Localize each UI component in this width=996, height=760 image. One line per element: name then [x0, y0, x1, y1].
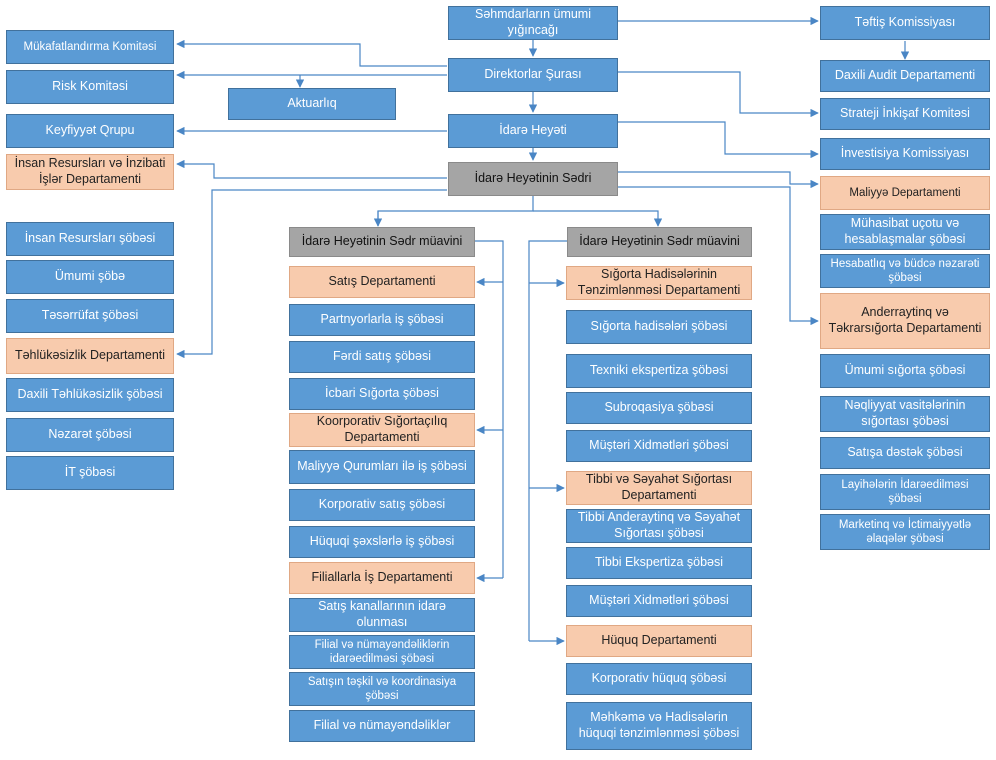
- box-internal-security-section: Daxili Təhlükəsizlik şöbəsi: [6, 378, 174, 412]
- connector-chairman-finance-department: [618, 171, 819, 189]
- box-branch-management-section: Filial və nümayəndəliklərin idarəedilməs…: [289, 635, 475, 669]
- connector-management-investment-commission: [618, 121, 819, 159]
- connector-deputy-right-bus: [528, 240, 567, 641]
- box-household-section: Təsərrüfat şöbəsi: [6, 299, 174, 333]
- box-medical-travel-department: Tibbi və Səyahət Sığortası Departamenti: [566, 471, 752, 505]
- box-audit-commission: Təftiş Komissiyası: [820, 6, 990, 40]
- box-marketing-pr-section: Marketinq və İctimaiyyətlə əlaqələr şöbə…: [820, 514, 990, 550]
- box-partners-section: Partnyorlarla iş şöbəsi: [289, 304, 475, 336]
- box-claims-department: Sığorta Hadisələrinin Tənzimlənməsi Depa…: [566, 266, 752, 300]
- box-litigation-section: Məhkəmə və Hadisələrin hüquqi tənzimlənm…: [566, 702, 752, 750]
- box-shareholders-meeting: Səhmdarların ümumi yığıncağı: [448, 6, 618, 40]
- box-general-section: Ümumi şöbə: [6, 260, 174, 294]
- box-actuarial: Aktuarlıq: [228, 88, 396, 120]
- connector-chairman-security-department: [176, 189, 447, 359]
- connector-chairman-deputies-trunk: [377, 196, 534, 226]
- box-corporate-insurance-department: Koorporativ Sığortaçılıq Departamenti: [289, 413, 475, 447]
- box-subrogation-section: Subroqasiya şöbəsi: [566, 392, 752, 424]
- box-deputy-chairman-right: İdarə Heyətinin Sədr müavini: [567, 227, 752, 257]
- box-technical-expertise-section: Texniki ekspertiza şöbəsi: [566, 354, 752, 388]
- box-accounting-section: Mühasibat uçotu və hesablaşmalar şöbəsi: [820, 214, 990, 250]
- box-deputy-chairman-left: İdarə Heyətinin Sədr müavini: [289, 227, 475, 257]
- box-medical-expertise-section: Tibbi Ekspertiza şöbəsi: [566, 547, 752, 579]
- connector-chairman-hr-department: [176, 159, 447, 179]
- box-corporate-legal-section: Korporativ hüquq şöbəsi: [566, 663, 752, 695]
- box-internal-audit-department: Daxili Audit Departamenti: [820, 60, 990, 92]
- box-sales-support-section: Satışa dəstək şöbəsi: [820, 437, 990, 469]
- box-it-section: İT şöbəsi: [6, 456, 174, 490]
- box-sales-coordination-section: Satışın təşkil və koordinasiya şöbəsi: [289, 672, 475, 706]
- box-risk-committee: Risk Komitəsi: [6, 70, 174, 104]
- box-control-section: Nəzarət şöbəsi: [6, 418, 174, 452]
- box-quality-group: Keyfiyyət Qrupu: [6, 114, 174, 148]
- box-legal-entities-section: Hüquqi şəxslərlə iş şöbəsi: [289, 526, 475, 558]
- box-branches-department: Filiallarla İş Departamenti: [289, 562, 475, 594]
- connectors: [176, 16, 910, 646]
- box-hr-admin-department: İnsan Resursları və İnzibati İşlər Depar…: [6, 154, 174, 190]
- box-corporate-sales-section: Korporativ satış şöbəsi: [289, 489, 475, 521]
- box-hr-section: İnsan Resursları şöbəsi: [6, 222, 174, 256]
- box-project-management-section: Layihələrin İdarəedilməsi şöbəsi: [820, 474, 990, 510]
- box-vehicle-insurance-section: Nəqliyyat vasitələrinin sığortası şöbəsi: [820, 396, 990, 432]
- connector-board-strategy-committee: [618, 71, 819, 118]
- connector-board-reward-committee: [176, 39, 447, 67]
- box-general-insurance-section: Ümumi sığorta şöbəsi: [820, 354, 990, 388]
- box-finance-department: Maliyyə Departamenti: [820, 176, 990, 210]
- box-security-department: Təhlükəsizlik Departamenti: [6, 338, 174, 374]
- box-medical-underwriting-section: Tibbi Anderaytinq və Səyahət Sığortası ş…: [566, 509, 752, 543]
- box-compulsory-insurance-section: İcbari Sığorta şöbəsi: [289, 378, 475, 410]
- box-sales-department: Satış Departamenti: [289, 266, 475, 298]
- box-sales-channels-management: Satış kanallarının idarə olunması: [289, 598, 475, 632]
- box-claims-section: Sığorta hadisələri şöbəsi: [566, 310, 752, 344]
- box-chairman: İdarə Heyətinin Sədri: [448, 162, 618, 196]
- box-individual-sales-section: Fərdi satış şöbəsi: [289, 341, 475, 373]
- box-underwriting-reinsurance-department: Anderraytinq və Təkrarsığorta Departamen…: [820, 293, 990, 349]
- box-customer-service-section-1: Müştəri Xidmətləri şöbəsi: [566, 430, 752, 462]
- box-reporting-budget-section: Hesabatlıq və büdcə nəzarəti şöbəsi: [820, 254, 990, 288]
- box-board-of-directors: Direktorlar Şurası: [448, 58, 618, 92]
- box-investment-commission: İnvestisiya Komissiyası: [820, 138, 990, 170]
- box-management-board: İdarə Heyəti: [448, 114, 618, 148]
- connector-chairman-deputy-right: [533, 210, 663, 227]
- box-strategy-committee: Strateji İnkişaf Komitəsi: [820, 98, 990, 130]
- box-branches-representations: Filial və nümayəndəliklər: [289, 710, 475, 742]
- box-legal-department: Hüquq Departamenti: [566, 625, 752, 657]
- box-reward-committee: Mükafatlandırma Komitəsi: [6, 30, 174, 64]
- connector-deputy-left-bus: [475, 240, 504, 578]
- box-financial-institutions-section: Maliyyə Qurumları ilə iş şöbəsi: [289, 450, 475, 484]
- box-customer-service-section-2: Müştəri Xidmətləri şöbəsi: [566, 585, 752, 617]
- connector-chairman-underwriting-department: [618, 186, 819, 326]
